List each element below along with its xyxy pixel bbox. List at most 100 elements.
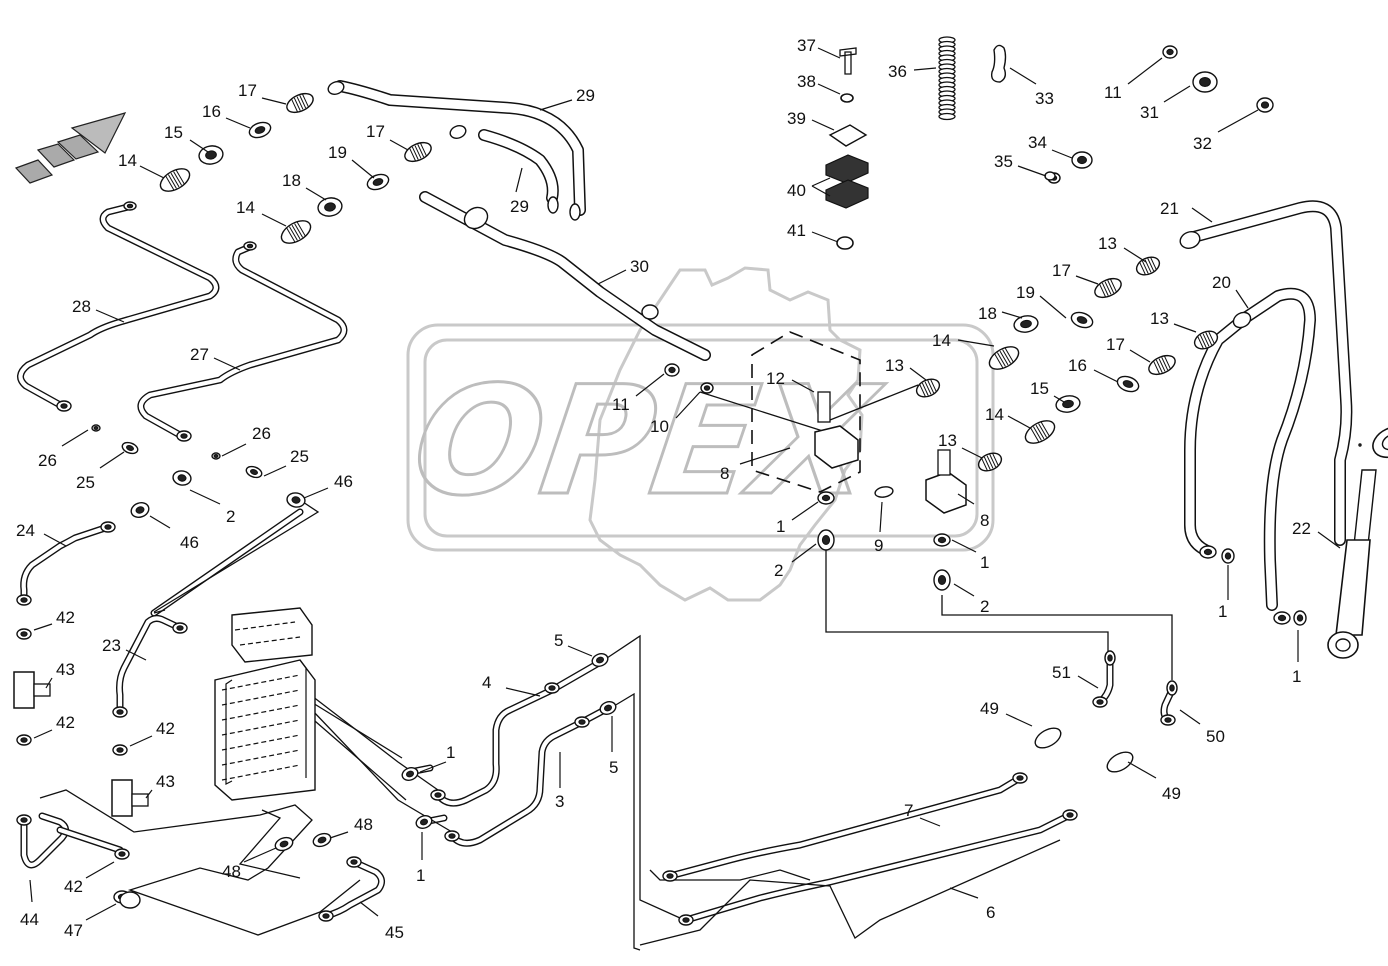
callout-label: 8	[980, 511, 989, 530]
nut-bore	[1260, 101, 1270, 109]
valve-8-left-port	[817, 391, 831, 423]
leader-line	[909, 367, 927, 381]
nut-bore	[821, 494, 831, 502]
callout-label: 35	[994, 152, 1013, 171]
hose-29a-inner	[335, 81, 585, 215]
leader-line	[1001, 311, 1023, 319]
callout-5: 5	[554, 631, 593, 657]
fitting-thread	[1107, 280, 1115, 294]
callout-47: 47	[64, 903, 117, 940]
spring-36	[938, 36, 956, 121]
callout-42: 42	[129, 719, 175, 747]
nut-bore	[322, 913, 330, 919]
callout-label: 42	[56, 608, 75, 627]
fitting-thread	[1202, 333, 1210, 347]
leader-line	[919, 817, 941, 827]
fitting-thread	[1164, 355, 1171, 370]
leader-line	[85, 861, 115, 879]
fitting-thread	[170, 172, 180, 188]
callout-25: 25	[263, 447, 309, 477]
leader-line	[957, 493, 975, 505]
callout-label: 12	[766, 369, 785, 388]
callout-label: 40	[787, 181, 806, 200]
callout-49: 49	[1127, 761, 1181, 803]
leader-line	[791, 543, 817, 563]
cylinder-eye-top	[1372, 425, 1388, 459]
leader-line	[221, 443, 247, 457]
callout-label: 11	[1104, 83, 1122, 102]
fitting-thread	[286, 227, 296, 243]
fitting-thread	[1147, 258, 1155, 272]
callout-17: 17	[1106, 335, 1151, 363]
plate-39	[828, 124, 868, 147]
fitting-thread	[930, 378, 937, 393]
fitting-thread	[291, 98, 298, 113]
callout-12: 12	[766, 369, 815, 393]
leader-line	[1191, 207, 1213, 223]
callout-38: 38	[797, 72, 841, 95]
line-valve-4	[311, 695, 439, 791]
leader-line	[1039, 295, 1067, 319]
callout-19: 19	[1016, 283, 1067, 319]
line-center-right	[941, 595, 1173, 680]
leader-line	[1093, 369, 1119, 383]
arrow-dash-2	[36, 143, 76, 168]
callout-label: 51	[1052, 663, 1071, 682]
callout-48: 48	[329, 815, 373, 839]
tee	[119, 891, 141, 909]
fitting-thread	[1139, 261, 1146, 276]
cylinder-barrel	[1335, 539, 1371, 636]
callout-label: 18	[978, 304, 997, 323]
callout-43: 43	[145, 772, 175, 799]
callout-label: 26	[252, 424, 271, 443]
callout-8: 8	[720, 447, 791, 483]
callout-44: 44	[20, 879, 39, 929]
nut-bore	[1077, 155, 1087, 165]
control-valve-block	[214, 607, 316, 801]
leader-line	[957, 339, 995, 347]
line-return-7	[649, 869, 811, 881]
callout-9: 9	[874, 501, 883, 555]
leader-line	[33, 623, 53, 631]
fitting-thread	[296, 96, 304, 110]
callout-label: 30	[630, 257, 649, 276]
callout-label: 39	[787, 109, 806, 128]
nut-bore	[821, 535, 831, 545]
pipe-23-outline	[116, 614, 184, 716]
nut-bore	[1096, 699, 1104, 705]
fitting-thread	[175, 169, 185, 185]
leader-line	[29, 879, 33, 903]
nut-bore	[1277, 614, 1287, 622]
fitting-thread	[1199, 334, 1207, 348]
bolt	[874, 486, 894, 498]
callout-15: 15	[1030, 379, 1065, 403]
line-return-5a	[603, 634, 681, 919]
nut-bore	[1224, 552, 1232, 560]
line-center-left	[825, 545, 1109, 660]
nut-bore	[20, 737, 28, 743]
wingnut	[1044, 171, 1056, 181]
arrow-head	[70, 112, 127, 154]
callout-18: 18	[282, 171, 327, 201]
callout-label: 41	[787, 221, 806, 240]
pipe-6-inner	[683, 812, 1073, 923]
leader-line	[305, 187, 327, 201]
fitting-thread	[1101, 282, 1109, 296]
pipe-main-valve-inner	[57, 827, 123, 853]
line-top-bolt	[829, 384, 919, 421]
leader-line	[43, 533, 67, 547]
leader-line	[1317, 531, 1341, 549]
leader-line	[539, 99, 573, 111]
tee-43-lower	[111, 779, 149, 817]
hardware-stack	[825, 47, 869, 250]
nut-bore	[118, 851, 126, 857]
fitting-thread	[1161, 357, 1169, 371]
leader-line	[675, 391, 701, 419]
callout-39: 39	[787, 109, 835, 131]
fitting-thread	[1030, 427, 1040, 443]
callout-label: 14	[985, 405, 1004, 424]
callout-42: 42	[64, 861, 115, 896]
callout-42: 42	[33, 713, 75, 739]
callout-27: 27	[190, 345, 241, 371]
